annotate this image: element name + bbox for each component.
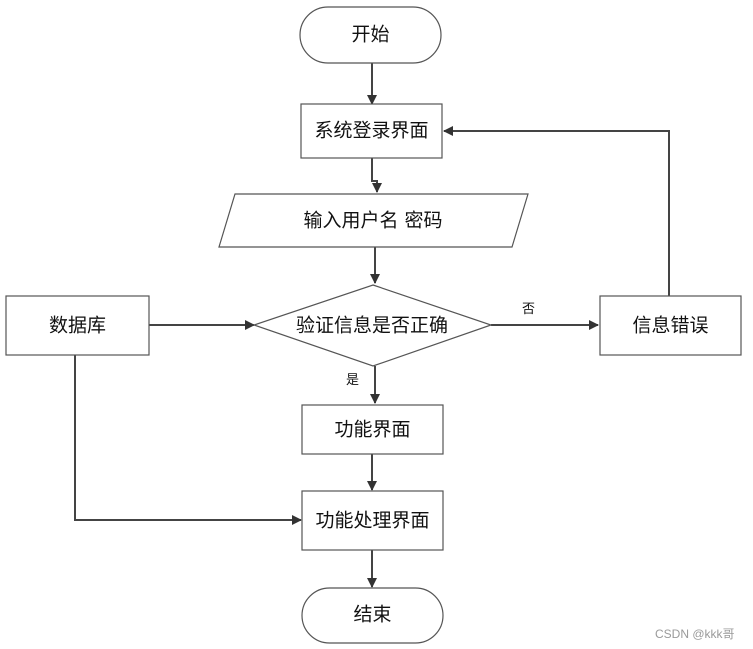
input-data-shape: 输入用户名 密码 xyxy=(218,193,529,248)
function-box: 功能界面 xyxy=(301,404,444,455)
edge-label-yes: 是 xyxy=(346,373,359,388)
error-box: 信息错误 xyxy=(599,295,742,356)
edge-error-to-login xyxy=(443,126,670,296)
error-label: 信息错误 xyxy=(632,315,708,337)
login-process-box: 系统登录界面 xyxy=(300,103,443,159)
start-label: 开始 xyxy=(351,24,389,46)
edge-login-to-input xyxy=(371,158,382,193)
processing-box: 功能处理界面 xyxy=(301,490,444,551)
edge-label-no: 否 xyxy=(522,302,535,317)
watermark: CSDN @kkk哥 xyxy=(655,627,735,641)
processing-label: 功能处理界面 xyxy=(315,510,429,532)
end-terminal: 结束 xyxy=(301,587,444,644)
database-box: 数据库 xyxy=(5,295,150,356)
database-label: 数据库 xyxy=(49,315,106,337)
start-terminal: 开始 xyxy=(299,6,442,64)
input-label: 输入用户名 密码 xyxy=(303,210,442,232)
verify-decision: 验证信息是否正确 xyxy=(252,284,493,367)
edge-database-to-processing xyxy=(74,355,302,525)
login-label: 系统登录界面 xyxy=(314,120,428,142)
end-label: 结束 xyxy=(353,604,391,626)
verify-label: 验证信息是否正确 xyxy=(296,315,448,337)
function-label: 功能界面 xyxy=(334,419,410,441)
